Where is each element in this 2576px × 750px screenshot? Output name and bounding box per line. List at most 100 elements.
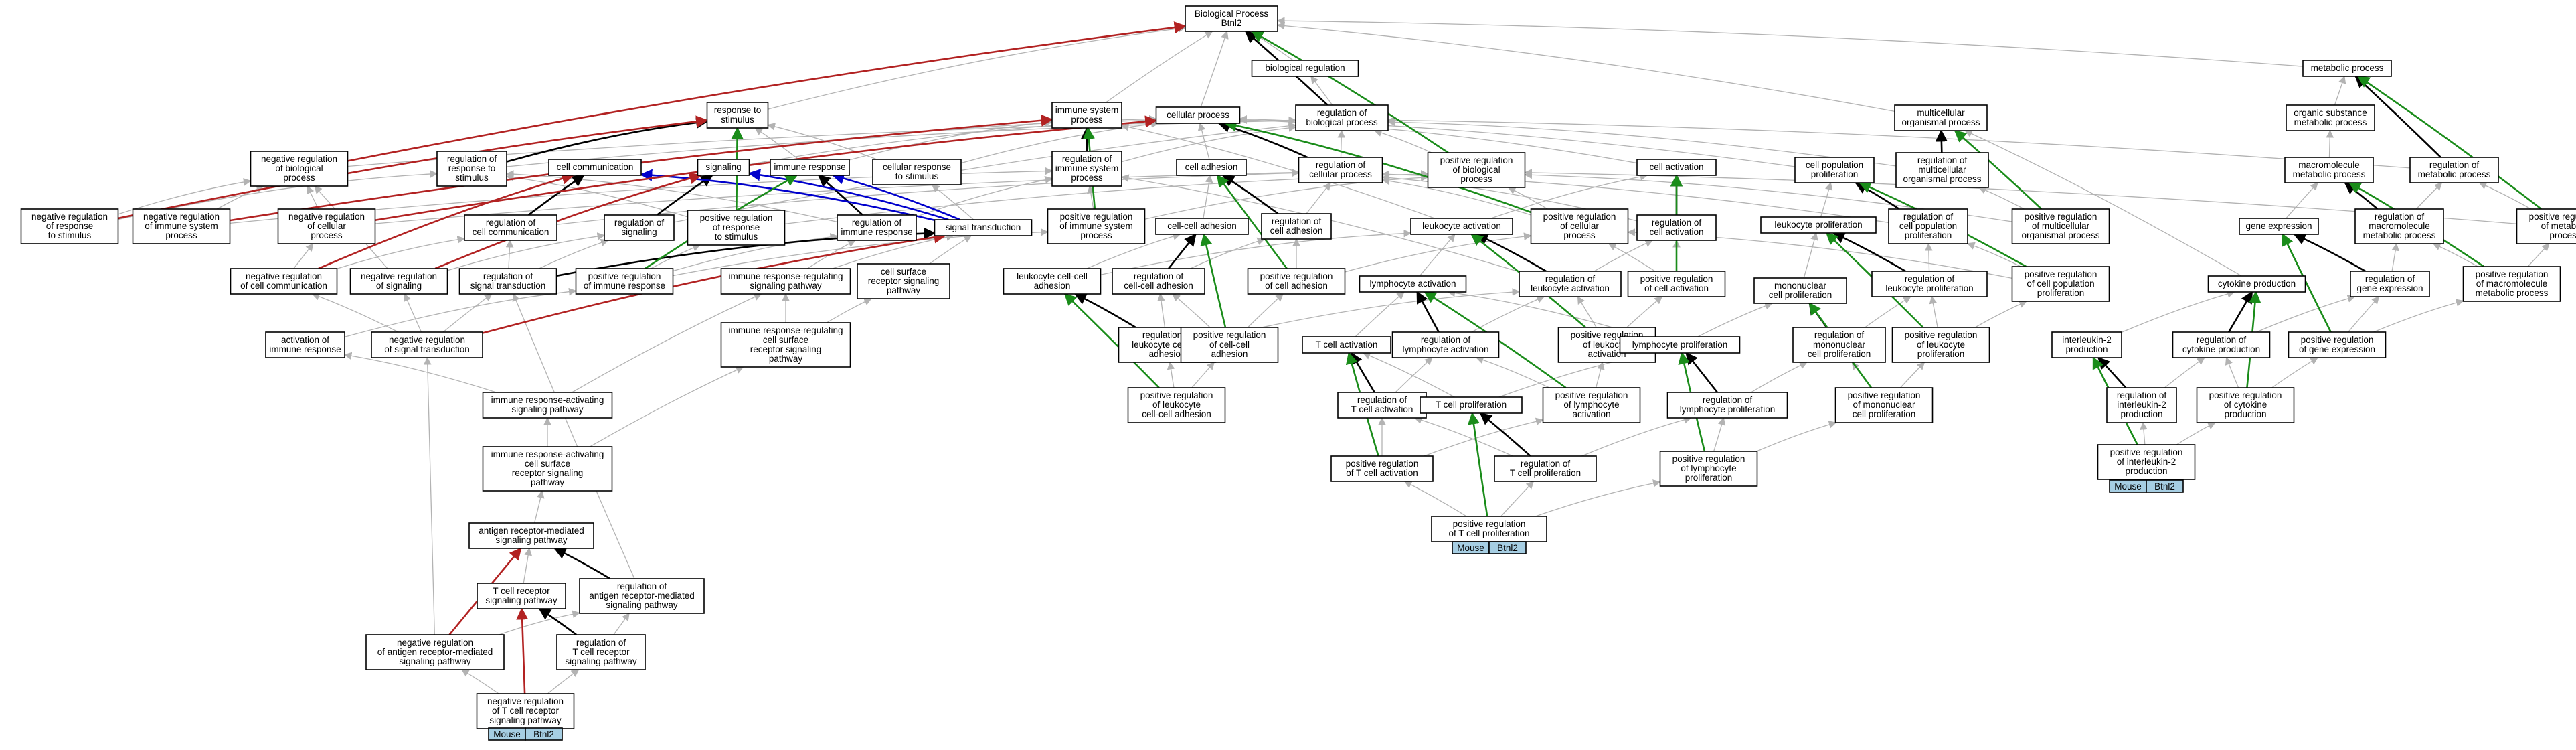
go-term-celladh[interactable]: cell adhesion <box>1176 159 1247 176</box>
term-box <box>250 151 349 187</box>
term-box <box>2196 387 2295 423</box>
go-term-breg[interactable]: biological regulation <box>1251 60 1359 77</box>
go-term-tcellact[interactable]: T cell activation <box>1302 336 1391 354</box>
go-term-cellact[interactable]: cell activation <box>1636 159 1717 176</box>
term-label-line: activation <box>1587 349 1626 359</box>
go-term-cellcomm[interactable]: cell communication <box>548 159 642 176</box>
go-term-immresp[interactable]: immune response <box>770 159 850 176</box>
go-term-lymprol[interactable]: lymphocyte proliferation <box>1619 336 1741 354</box>
go-term-geneexp[interactable]: gene expression <box>2239 218 2319 235</box>
go-term-regtca[interactable]: regulation ofT cell activation <box>1337 392 1427 419</box>
go-term-lymact[interactable]: lymphocyte activation <box>1359 275 1467 293</box>
go-term-tcellprol[interactable]: T cell proliferation <box>1420 396 1523 414</box>
term-label-line: adhesion <box>1149 349 1186 359</box>
go-term-ccadh[interactable]: cell-cell adhesion <box>1155 218 1249 235</box>
term-label-line: regulation of <box>1317 108 1367 118</box>
go-term-signaling[interactable]: signaling <box>697 159 750 176</box>
go-term-leukact[interactable]: leukocyte activation <box>1410 218 1513 235</box>
go-term-cellp[interactable]: cellular process <box>1155 106 1241 124</box>
go-term-regtcp[interactable]: regulation ofT cell proliferation <box>1494 455 1597 482</box>
go-term-metab[interactable]: metabolic process <box>2302 60 2392 77</box>
go-term-sigtrans[interactable]: signal transduction <box>934 219 1033 236</box>
go-term-leukprol[interactable]: leukocyte proliferation <box>1760 216 1877 234</box>
go-term-cytprod[interactable]: cytokine production <box>2207 275 2306 293</box>
